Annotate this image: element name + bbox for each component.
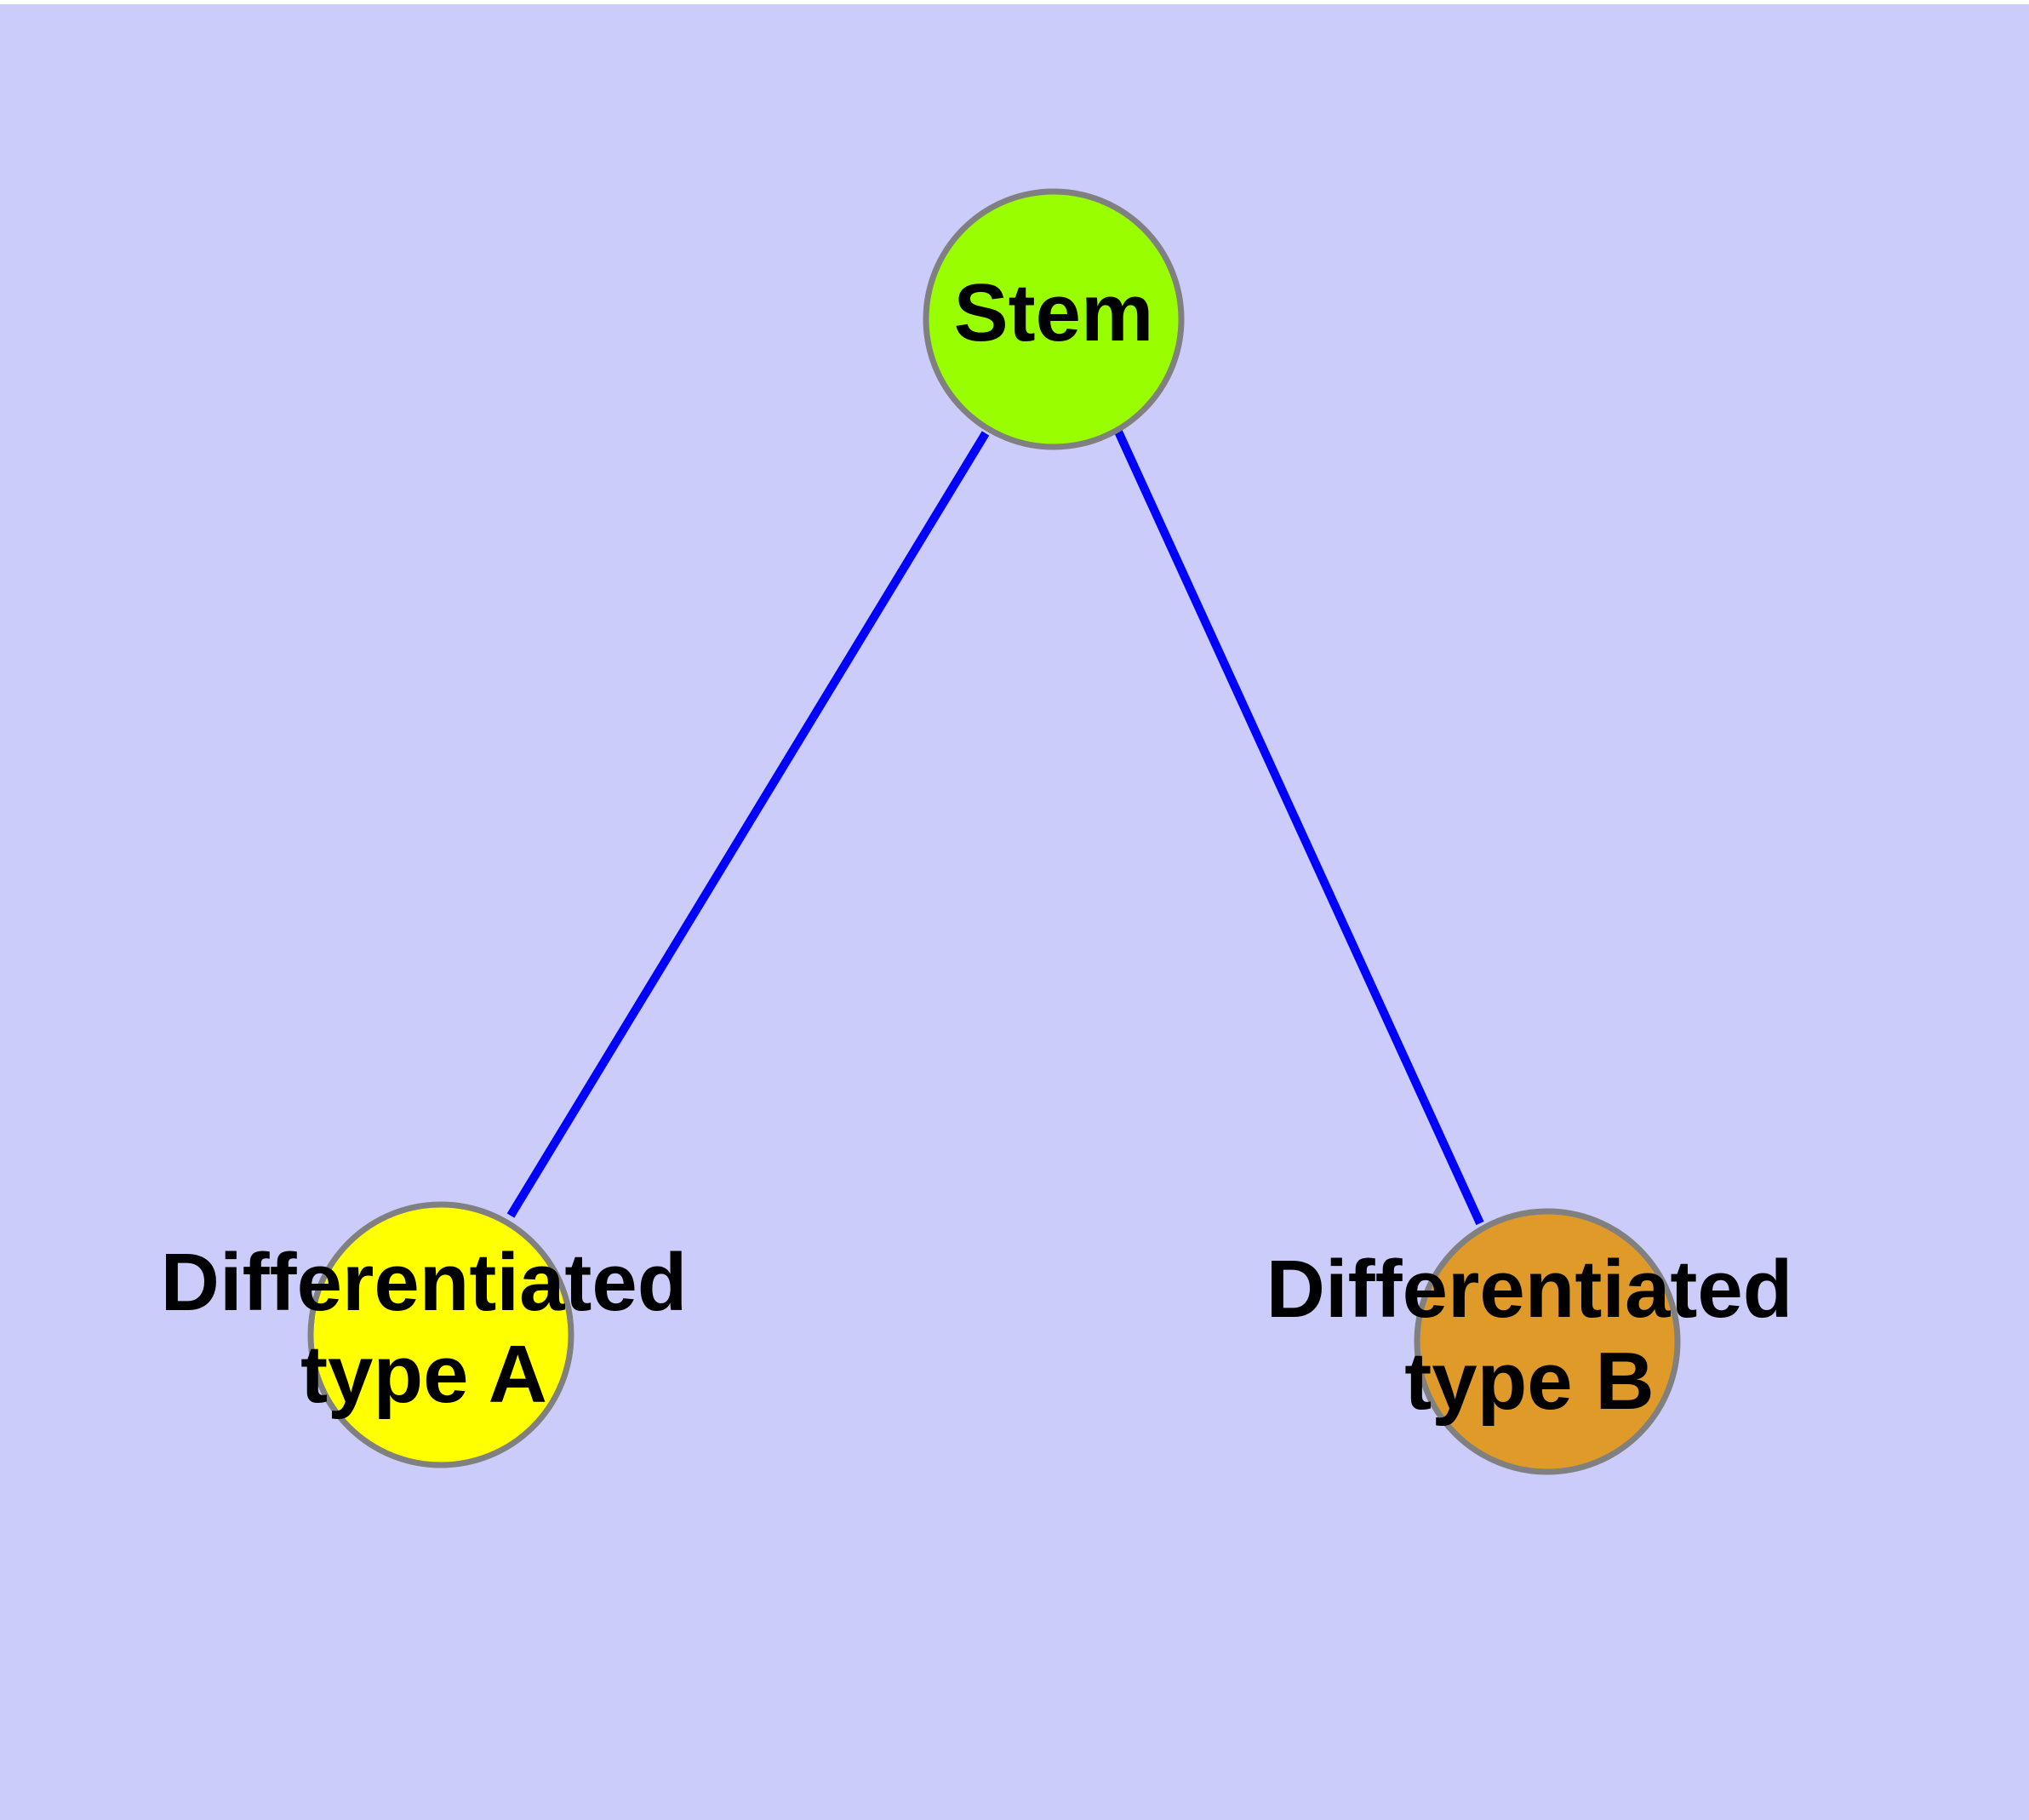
node-circle-stem[interactable] — [923, 188, 1185, 450]
node-label-line: type A — [300, 1329, 547, 1420]
graph-node-stem[interactable]: Stem — [923, 188, 1185, 450]
node-circle-diff_a[interactable] — [307, 1201, 574, 1468]
graph-edge-stem-to-diff-b[interactable] — [1114, 429, 1484, 1226]
edges-layer — [506, 429, 1484, 1226]
node-label-line: Differentiated — [1266, 1245, 1793, 1336]
node-label-stem: Stem — [954, 267, 1154, 358]
top-margin-band — [0, 0, 2029, 4]
node-label-line: Differentiated — [161, 1238, 688, 1329]
node-circle-diff_b[interactable] — [1414, 1208, 1681, 1475]
node-label-line: type B — [1404, 1336, 1654, 1427]
graph-edge-stem-to-diff-a[interactable] — [506, 431, 990, 1218]
node-label-line: Stem — [954, 267, 1154, 358]
